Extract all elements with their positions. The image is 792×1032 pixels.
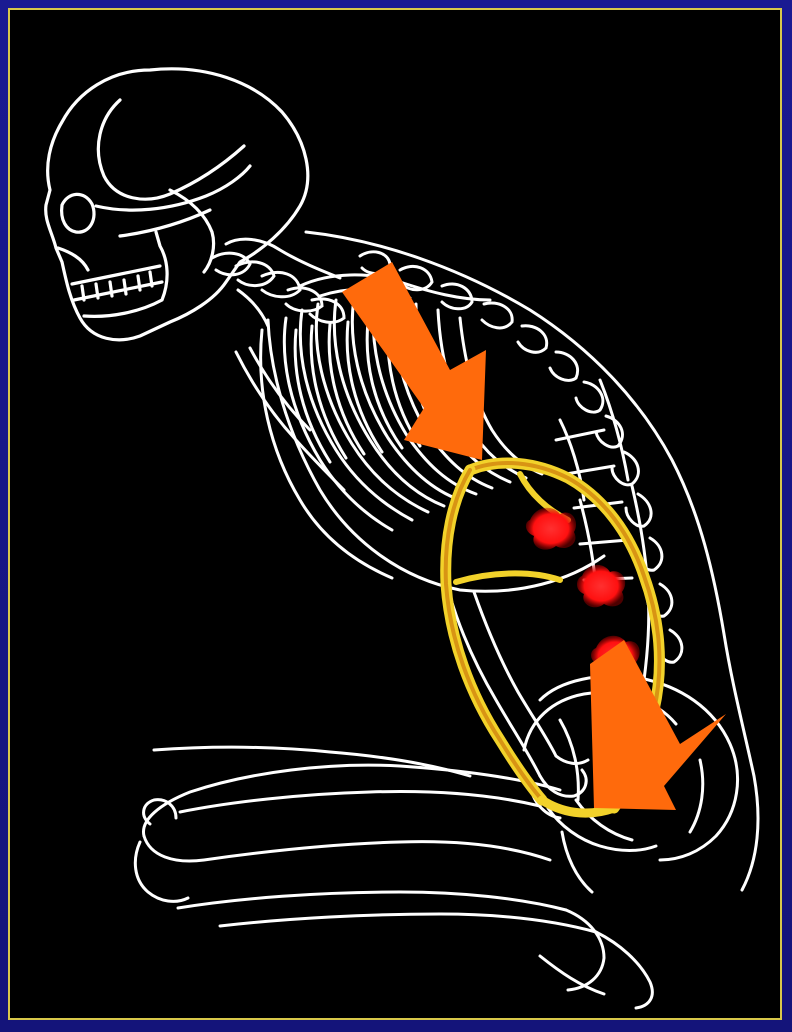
skull bbox=[46, 69, 308, 340]
leg-bones bbox=[135, 747, 652, 1008]
cervical-spine bbox=[212, 239, 344, 326]
arm-bones bbox=[450, 592, 588, 818]
pain-marker-2 bbox=[577, 565, 625, 607]
pain-marker-1 bbox=[526, 508, 576, 550]
